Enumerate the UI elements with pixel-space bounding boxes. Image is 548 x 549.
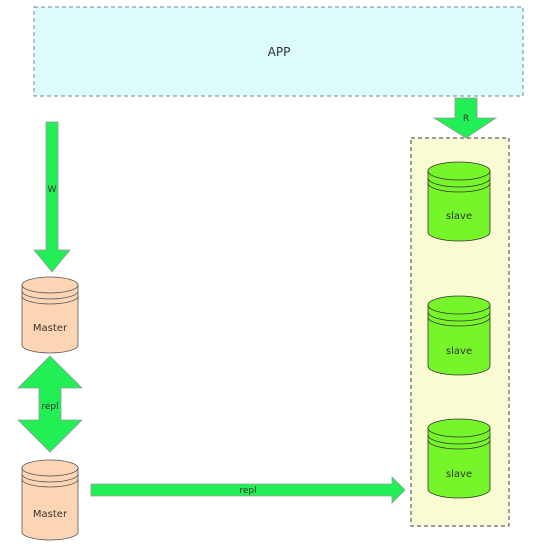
slave-2-label: slave xyxy=(446,346,472,357)
repl-horizontal-arrow: repl xyxy=(90,476,406,504)
repl-horizontal-label: repl xyxy=(239,486,256,496)
slave-3-label: slave xyxy=(446,469,472,480)
read-arrow-label: R xyxy=(463,114,469,124)
app-node: APP xyxy=(33,6,524,97)
read-arrow: R xyxy=(432,97,498,139)
app-box xyxy=(33,6,524,97)
write-arrow: W xyxy=(33,121,71,273)
master-top-label: Master xyxy=(33,323,68,334)
slave-db-3: slave xyxy=(427,418,491,499)
app-label: APP xyxy=(268,45,291,59)
master-db-top: Master xyxy=(21,276,79,354)
master-db-bottom: Master xyxy=(21,459,79,541)
master-bottom-label: Master xyxy=(33,509,68,520)
repl-vertical-label: repl xyxy=(41,402,58,412)
write-arrow-label: W xyxy=(48,185,57,195)
repl-vertical-arrow: repl xyxy=(17,355,83,453)
slave-1-label: slave xyxy=(446,211,472,222)
slave-db-1: slave xyxy=(427,161,491,242)
slave-db-2: slave xyxy=(427,295,491,376)
